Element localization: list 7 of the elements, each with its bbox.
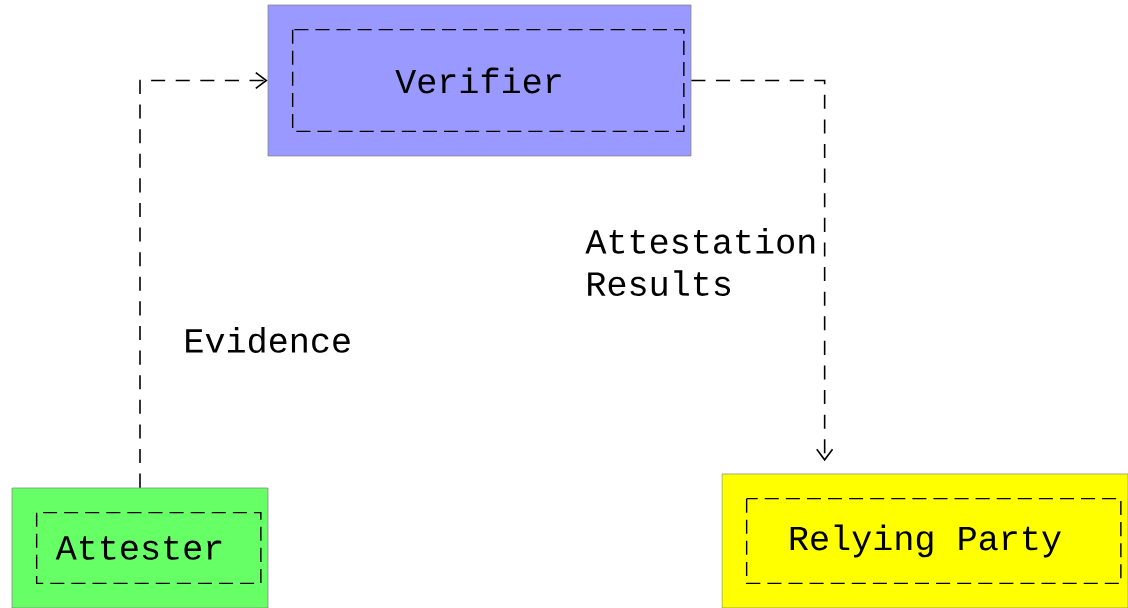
process-box: Verifier <box>267 4 692 157</box>
edge-label: Evidence <box>186 327 350 353</box>
arrow <box>690 79 834 462</box>
edge-label: Attestation Results <box>585 228 815 296</box>
arrow <box>139 71 268 489</box>
process-box: Attester <box>11 487 269 608</box>
process-box: Relying Party <box>721 473 1128 608</box>
